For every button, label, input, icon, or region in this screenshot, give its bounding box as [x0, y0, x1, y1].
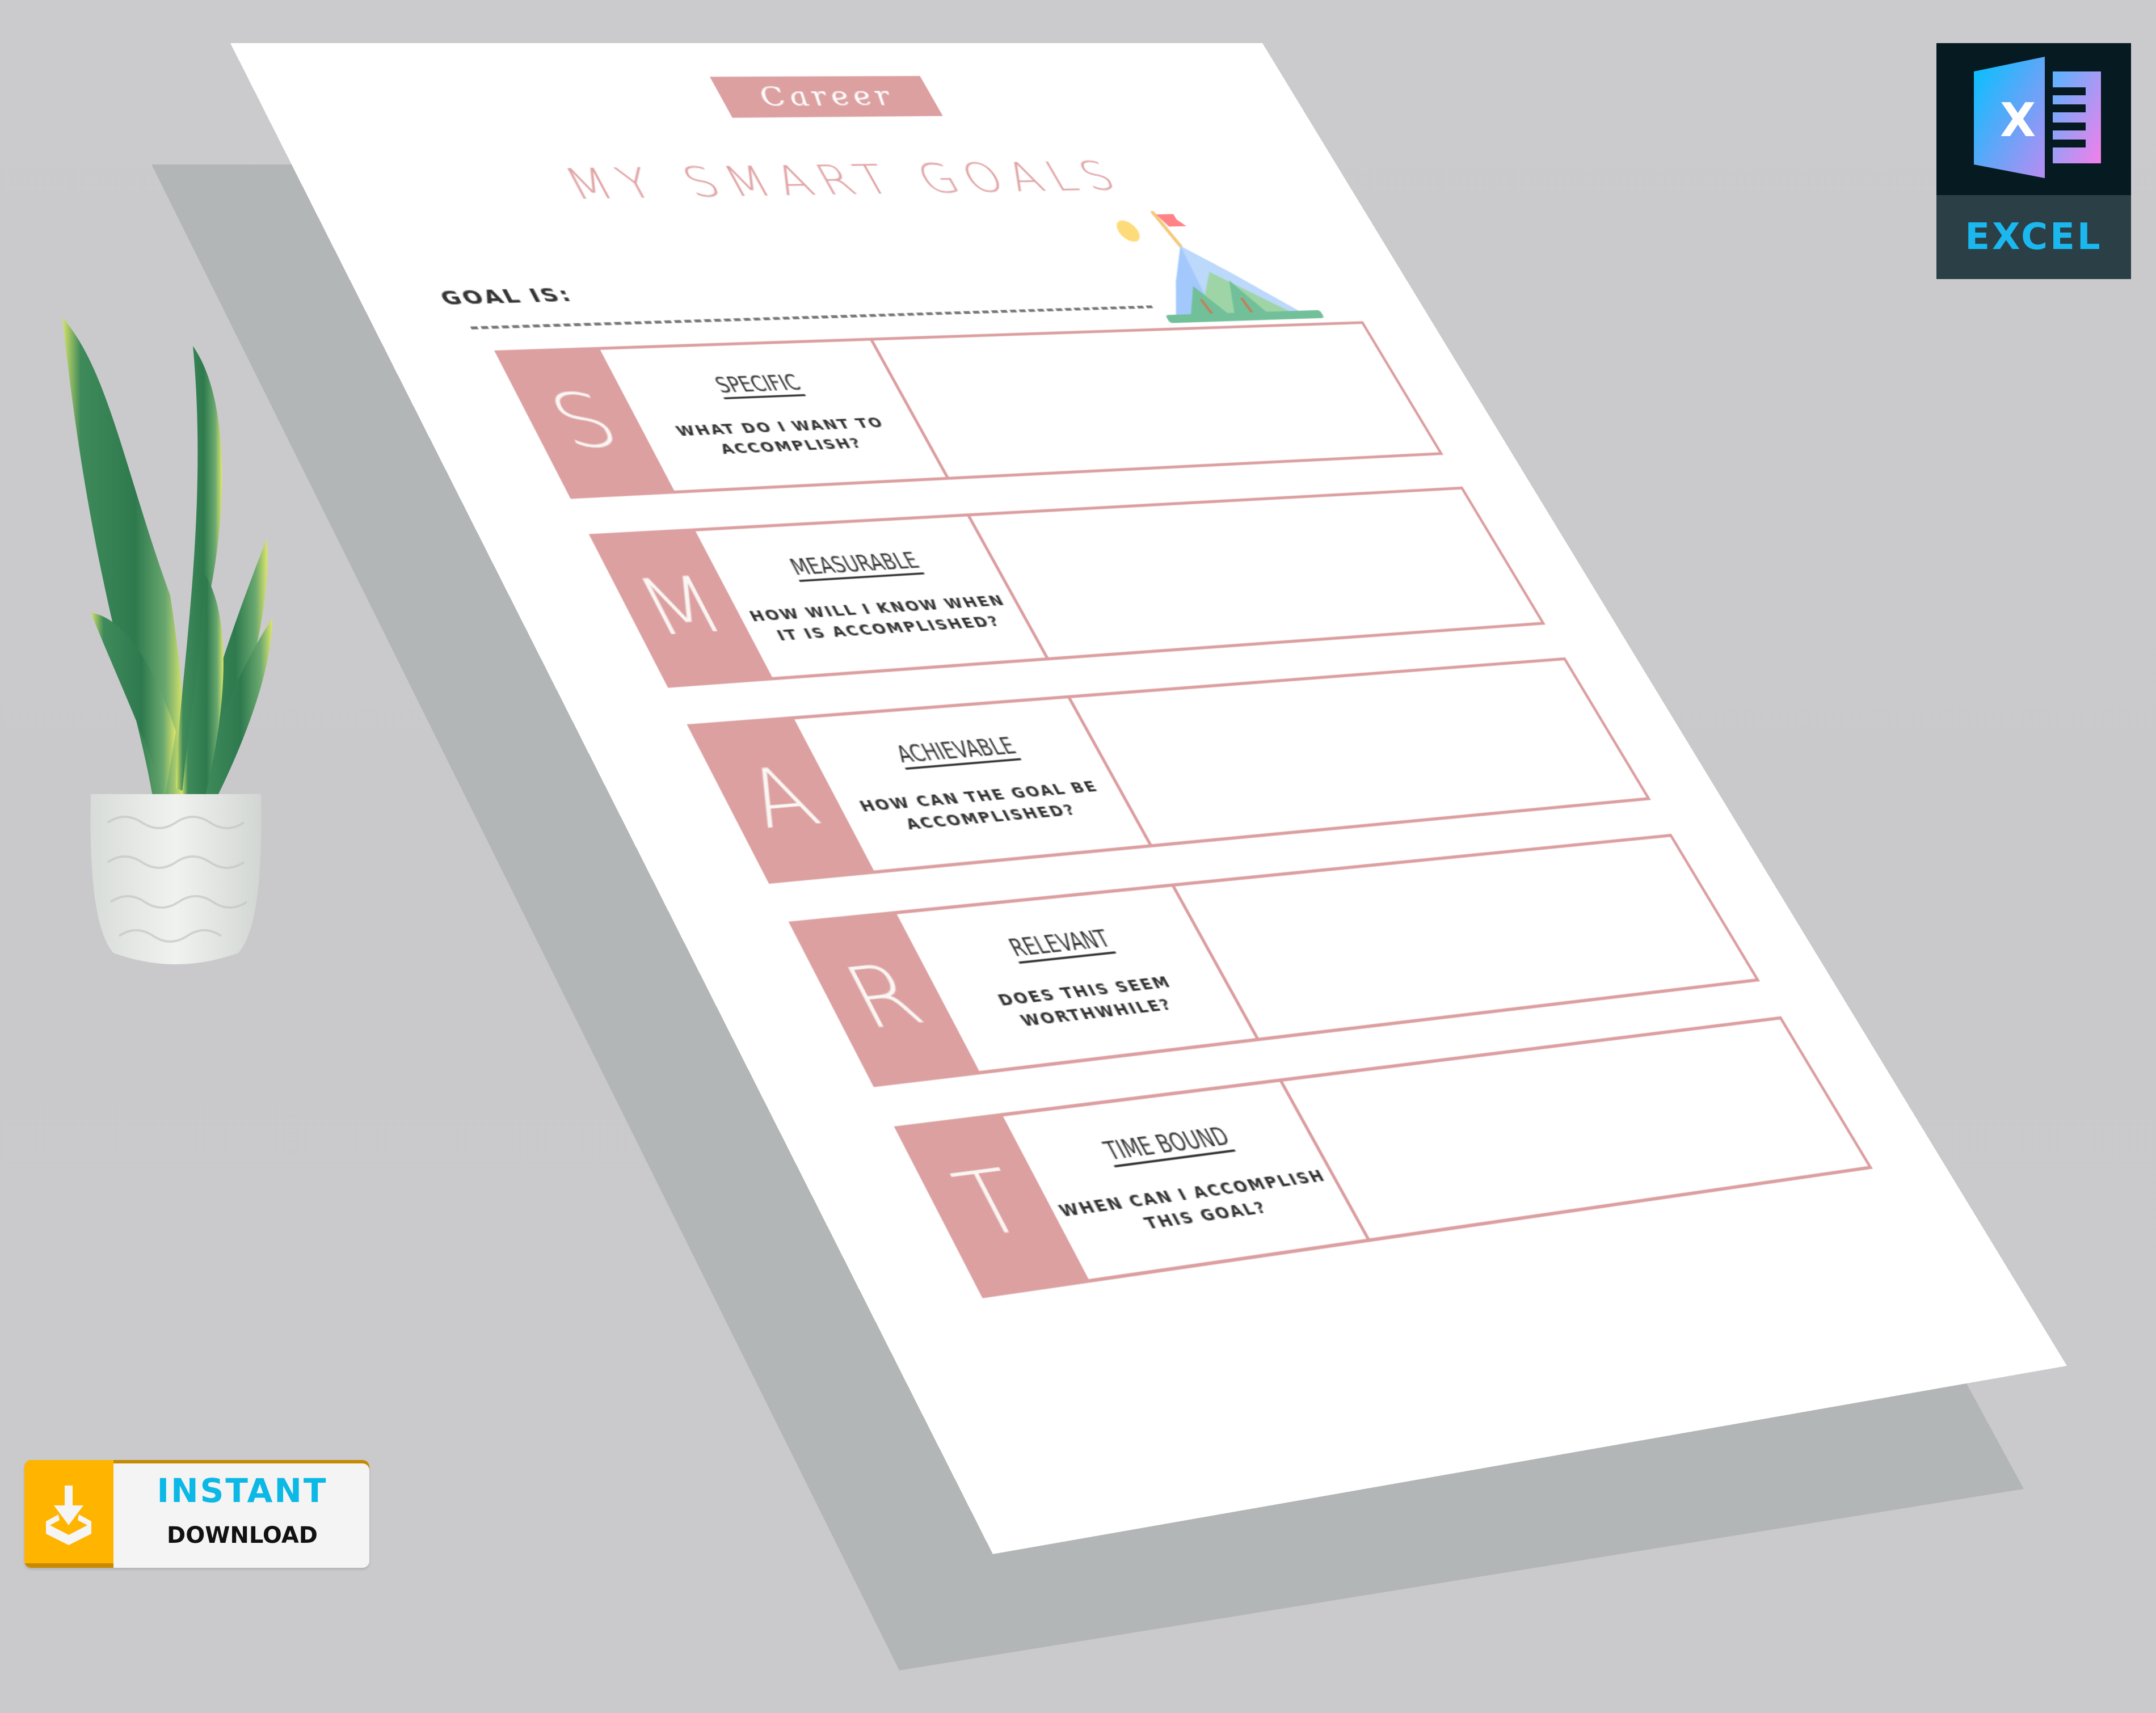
excel-icon: X [1974, 57, 2101, 178]
smart-row-measurable: M MEASURABLE HOW WILL I KNOW WHEN IT IS … [588, 486, 1546, 688]
row-question: HOW WILL I KNOW WHEN IT IS ACCOMPLISHED? [746, 590, 1021, 647]
goal-input-line[interactable] [470, 305, 1153, 330]
svg-text:X: X [2000, 94, 2036, 147]
snake-plant-icon [62, 318, 272, 964]
goal-label: GOAL IS: [435, 282, 577, 310]
row-question: WHEN CAN I ACCOMPLISH THIS GOAL? [1055, 1164, 1343, 1246]
download-line-2: DOWNLOAD [167, 1522, 318, 1549]
row-heading: SPECIFIC [711, 370, 806, 398]
mountain-flag-icon [1112, 209, 1325, 323]
instant-download-badge[interactable]: INSTANT DOWNLOAD [24, 1460, 369, 1568]
row-question: WHAT DO I WANT TO ACCOMPLISH? [672, 413, 899, 461]
answer-cell-specific[interactable] [872, 321, 1443, 479]
smart-goals-worksheet: Career MY SMART GOALS GOAL IS: S SPECIFI… [230, 43, 2067, 1554]
answer-cell-achievable[interactable] [1069, 657, 1651, 847]
answer-cell-time-bound[interactable] [1281, 1016, 1873, 1242]
download-icon-box [24, 1460, 113, 1568]
excel-label-bar: EXCEL [1936, 195, 2131, 279]
row-question: DOES THIS SEEM WORTHWHILE? [993, 971, 1188, 1033]
row-heading: MEASURABLE [786, 548, 924, 581]
category-label: Career [710, 75, 943, 118]
row-heading: TIME BOUND [1100, 1122, 1236, 1166]
answer-cell-measurable[interactable] [969, 487, 1546, 660]
page-title: MY SMART GOALS [556, 154, 1134, 209]
row-heading: ACHIEVABLE [891, 733, 1020, 769]
excel-badge: X EXCEL [1936, 43, 2131, 279]
download-line-1: INSTANT [157, 1471, 328, 1510]
row-question: HOW CAN THE GOAL BE ACCOMPLISHED? [855, 776, 1114, 838]
download-tray-icon [46, 1486, 91, 1545]
excel-label: EXCEL [1965, 216, 2103, 258]
row-heading: RELEVANT [1004, 925, 1115, 963]
smart-row-specific: S SPECIFIC WHAT DO I WANT TO ACCOMPLISH? [494, 321, 1444, 499]
answer-cell-relevant[interactable] [1173, 834, 1760, 1041]
